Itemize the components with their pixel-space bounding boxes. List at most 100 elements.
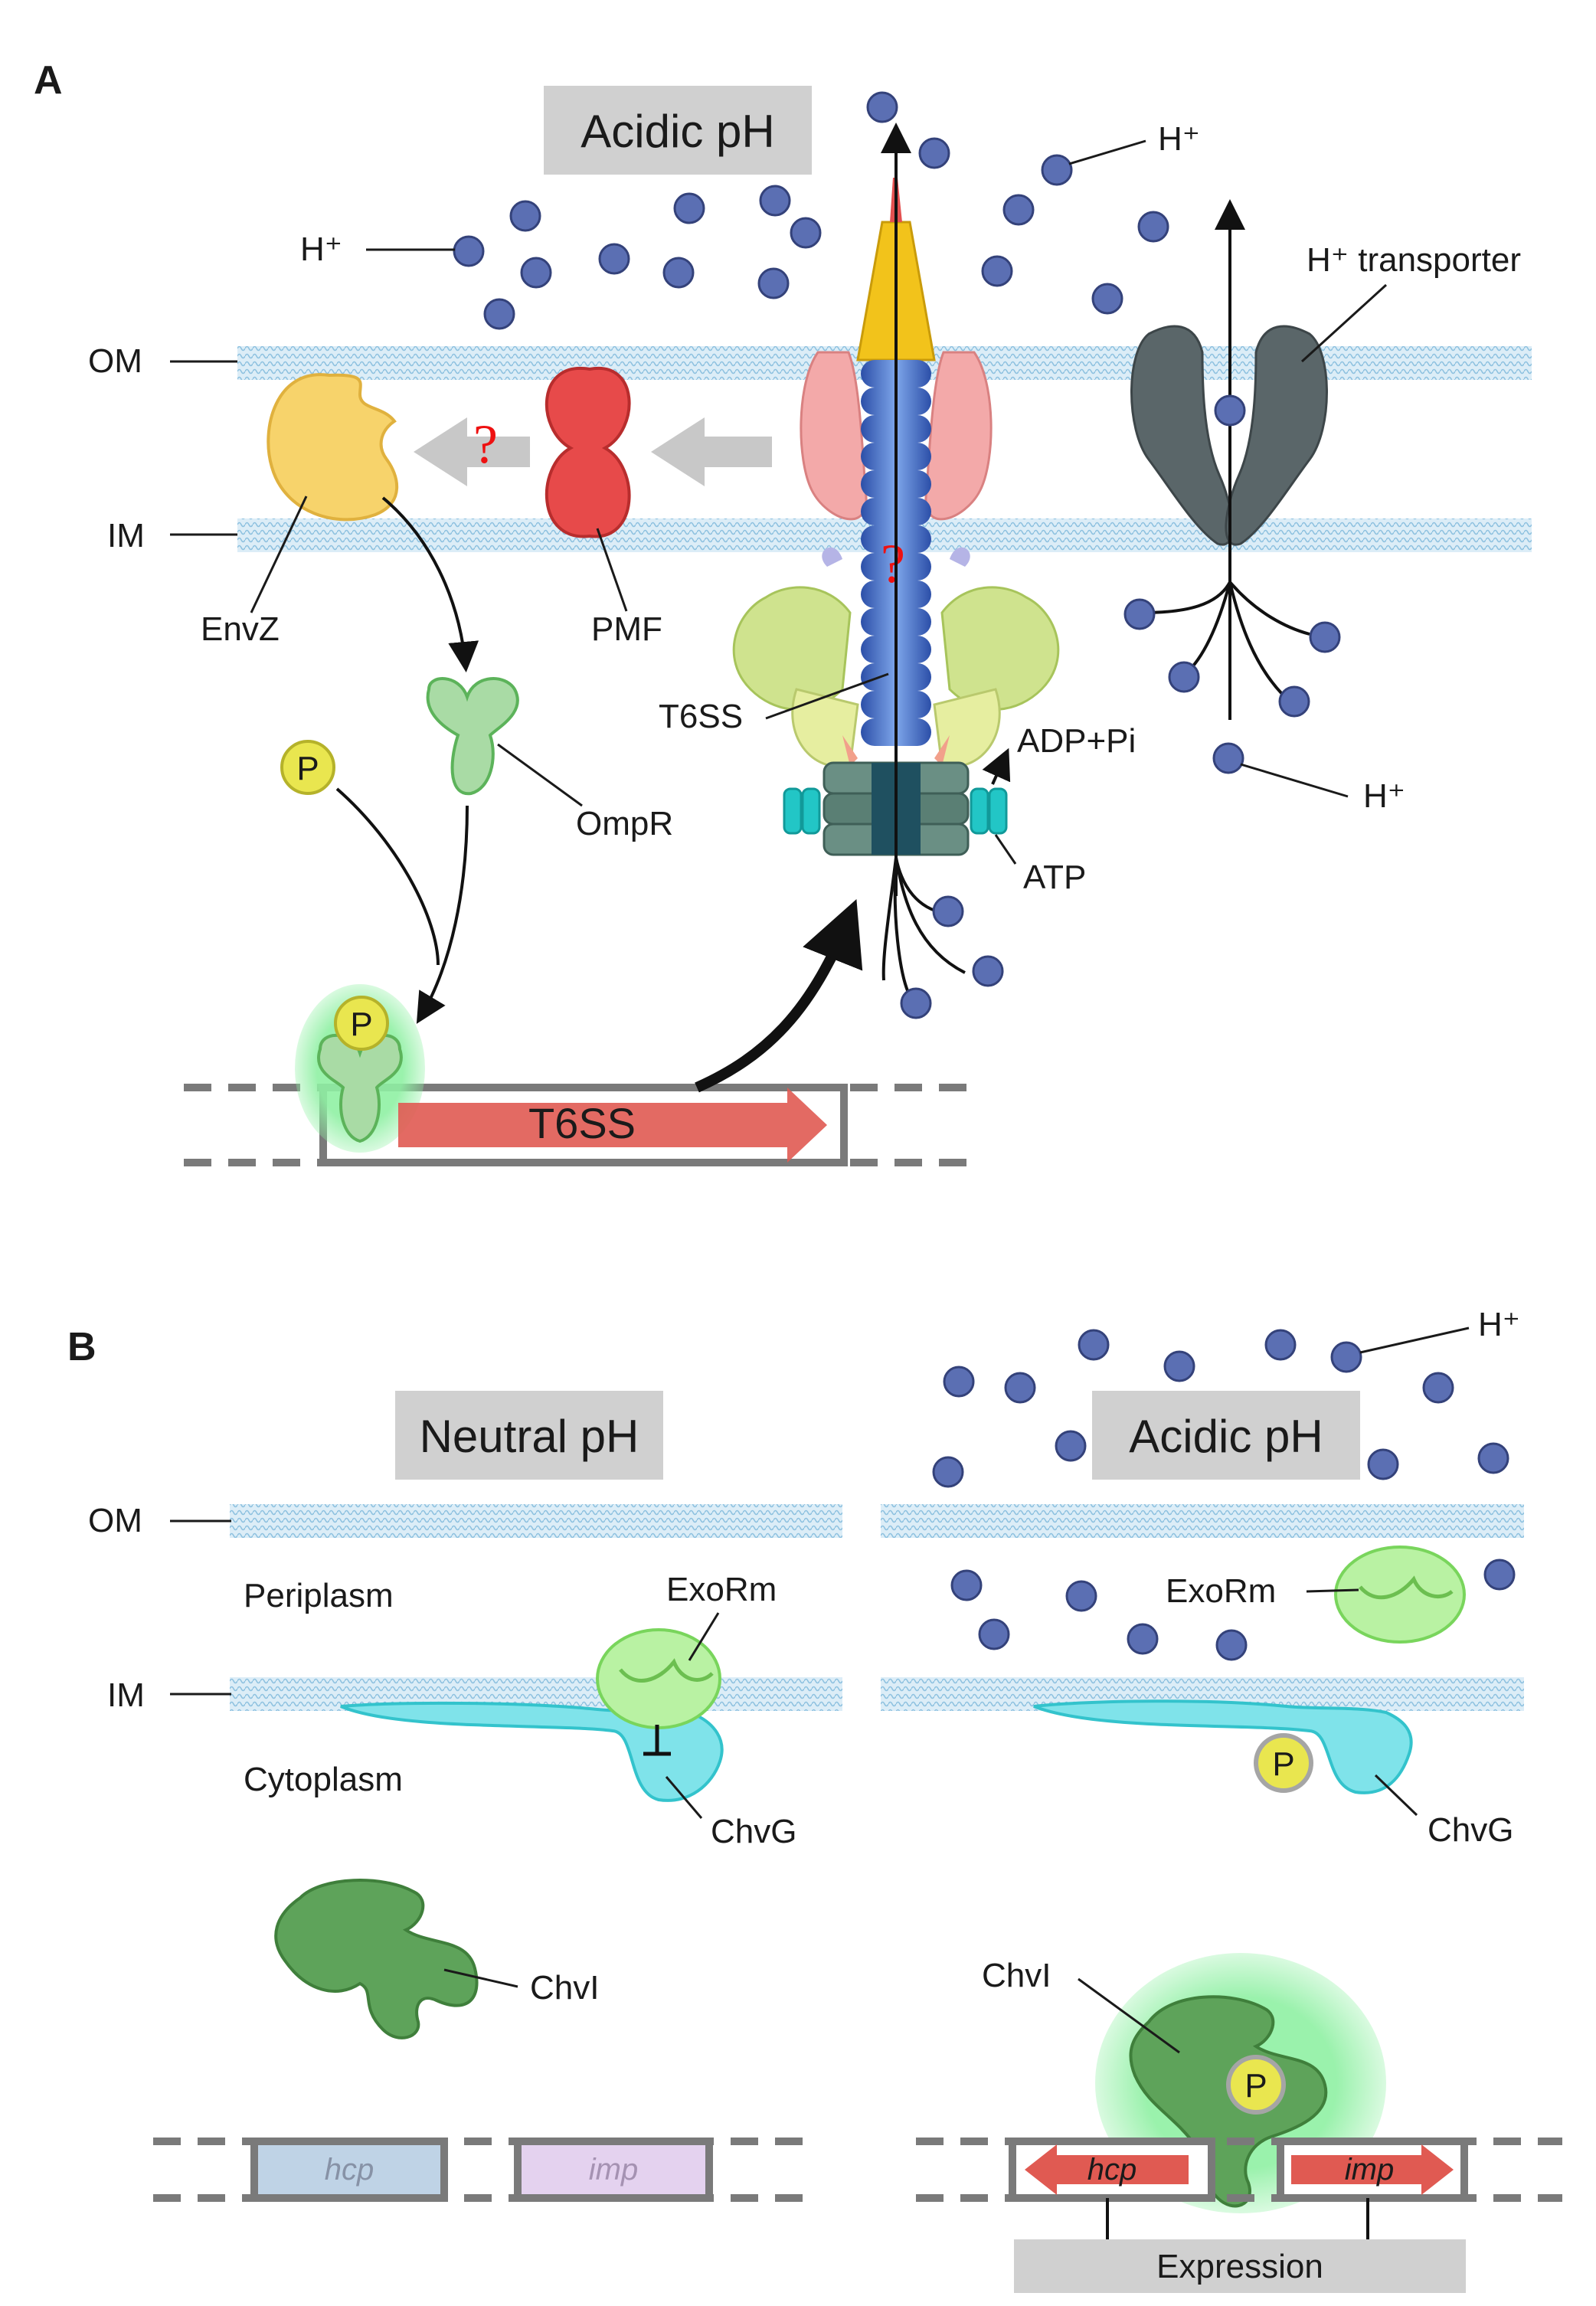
proton xyxy=(1127,1623,1159,1655)
h-transporter xyxy=(1130,325,1328,546)
chvi-protein-neutral xyxy=(274,1879,479,2039)
outer-membrane-acidic xyxy=(881,1504,1524,1538)
proton xyxy=(1091,283,1123,315)
imp-label-neutral: imp xyxy=(589,2153,638,2187)
hplus-label-bottom: H⁺ xyxy=(1363,777,1405,815)
ompr-p-bound: P xyxy=(295,984,425,1153)
phosphate-bound-label: P xyxy=(350,1006,372,1043)
proton xyxy=(453,235,485,267)
transporter-flux-branch xyxy=(1228,581,1310,636)
t6ss-flux-branch xyxy=(893,857,910,993)
envz-to-ompr-arrow xyxy=(381,496,479,672)
chvi-leader-acidic xyxy=(1078,1977,1180,2054)
envz-label: EnvZ xyxy=(201,610,280,648)
protons-acidic xyxy=(932,1329,1516,1661)
proton xyxy=(1123,598,1156,630)
proton xyxy=(1212,742,1244,774)
phosphate-free: P xyxy=(280,740,335,795)
proton xyxy=(1168,661,1200,693)
hplus-label-top: H⁺ xyxy=(1158,120,1200,158)
proton xyxy=(866,91,898,123)
proton xyxy=(1163,1350,1195,1382)
proton xyxy=(1078,1329,1110,1361)
om-label: OM xyxy=(88,342,142,380)
proton xyxy=(932,895,964,927)
proton xyxy=(1330,1341,1362,1373)
t6ss-leader xyxy=(765,672,889,720)
neutral-ph-label: Neutral pH xyxy=(420,1411,639,1462)
transporter-flux-branch xyxy=(1228,581,1284,695)
atp-leader xyxy=(994,834,1017,865)
chvg-label-neutral: ChvG xyxy=(711,1813,796,1850)
chvg-protein-neutral xyxy=(340,1701,724,1802)
question-mark-t6ss: ? xyxy=(881,533,905,594)
phosphate-chvi-label: P xyxy=(1244,2067,1267,2105)
proton xyxy=(932,1456,964,1488)
panel-b-neutral: Neutral pH OM IM Periplasm Cytoplasm Exo… xyxy=(88,1391,842,2202)
acidic-ph-label: Acidic pH xyxy=(581,106,774,157)
atp-label: ATP xyxy=(1023,859,1086,896)
imp-gene-box xyxy=(514,2138,713,2202)
proton xyxy=(520,257,552,289)
proton xyxy=(1214,394,1246,427)
exorm-leader-neutral xyxy=(688,1612,720,1661)
proton xyxy=(1065,1580,1097,1612)
inhibition-symbol xyxy=(643,1725,671,1756)
hcp-label-neutral: hcp xyxy=(325,2153,374,2187)
transporter-leader xyxy=(1300,283,1388,363)
t6ss-gene-arrow: T6SS xyxy=(398,1088,827,1163)
pmf-leader xyxy=(596,528,628,612)
outer-membrane-neutral xyxy=(230,1504,842,1538)
panel-b-acidic: Acidic pH xyxy=(881,1306,1562,2293)
proton xyxy=(900,987,932,1019)
proton xyxy=(1055,1430,1087,1462)
imp-label-acidic: imp xyxy=(1345,2153,1394,2187)
imp-gene-arrow xyxy=(1291,2144,1454,2195)
pmf-label: PMF xyxy=(591,610,662,648)
chvg-label-acidic: ChvG xyxy=(1428,1811,1513,1849)
t6ss-gene-label: T6SS xyxy=(528,1099,636,1147)
protons-outside xyxy=(453,91,1169,330)
proton xyxy=(918,137,950,169)
chvg-leader-neutral xyxy=(665,1776,703,1819)
proton xyxy=(1137,211,1169,243)
proton xyxy=(673,192,705,224)
hcp-gene-box xyxy=(250,2138,448,2202)
proton xyxy=(1264,1329,1297,1361)
hplus-leader-b xyxy=(1359,1326,1470,1354)
phosphate-chvg-label: P xyxy=(1272,1745,1294,1783)
dna-strand-acidic: hcp imp xyxy=(916,2138,1562,2202)
proton xyxy=(1477,1442,1509,1474)
transporter-flux-branch xyxy=(1142,581,1231,614)
panel-a-label: A xyxy=(34,58,63,103)
t6ss-machine xyxy=(732,178,1060,856)
proton xyxy=(509,200,541,232)
proton xyxy=(757,267,790,299)
chvi-label-neutral: ChvI xyxy=(530,1969,599,2007)
hplus-label-b: H⁺ xyxy=(1478,1306,1520,1343)
im-label-b: IM xyxy=(107,1676,145,1714)
proton xyxy=(978,1618,1010,1650)
chvi-label-acidic: ChvI xyxy=(982,1957,1051,1994)
expression-arrow-t6ss xyxy=(695,899,863,1093)
envz-protein xyxy=(267,373,399,522)
proton xyxy=(1367,1448,1399,1480)
proton xyxy=(1041,154,1073,186)
exorm-protein-acidic xyxy=(1334,1546,1466,1644)
hplus-leader-top xyxy=(1068,139,1146,165)
panel-b: B Neutral pH OM IM Periplasm Cytoplasm E… xyxy=(67,1306,1562,2293)
proton xyxy=(1004,1372,1036,1404)
ompr-to-dna-arrow xyxy=(416,805,469,1024)
chvg-protein-acidic xyxy=(1033,1699,1413,1794)
phosphate-label: P xyxy=(296,750,319,787)
proton xyxy=(759,185,791,217)
proton xyxy=(972,955,1004,987)
hplus-leader-bottom xyxy=(1240,763,1349,798)
periplasm-label: Periplasm xyxy=(244,1577,394,1614)
proton xyxy=(950,1569,983,1601)
expression-label: Expression xyxy=(1156,2248,1323,2285)
exorm-label-acidic: ExoRm xyxy=(1166,1572,1276,1610)
adp-label: ADP+Pi xyxy=(1017,722,1136,760)
t6ss-label: T6SS xyxy=(659,698,743,735)
chvg-leader-acidic xyxy=(1374,1774,1418,1817)
